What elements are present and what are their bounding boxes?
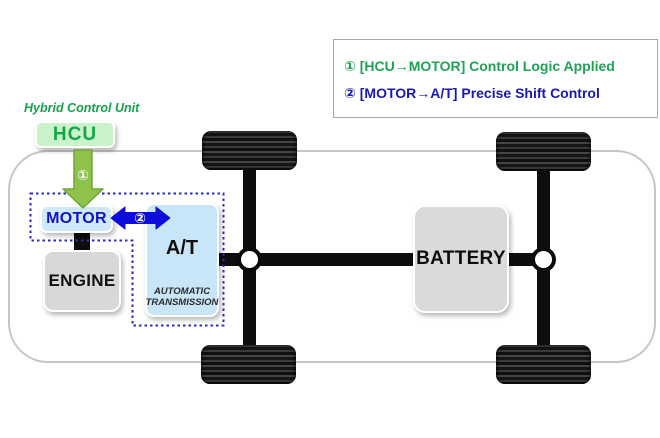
chassis-outline	[8, 150, 656, 363]
tire-front-left	[202, 131, 297, 170]
legend-item-hcu-motor: ① [HCU→MOTOR] Control Logic Applied	[344, 58, 615, 74]
transmission-caption: AUTOMATIC TRANSMISSION	[146, 286, 219, 308]
step2-badge: ②	[134, 210, 146, 226]
engine-label: ENGINE	[48, 271, 116, 290]
motor-label: MOTOR	[46, 210, 107, 227]
rear-axle-junction	[531, 247, 556, 272]
legend-box: ① [HCU→MOTOR] Control Logic Applied ② [M…	[333, 39, 658, 118]
tire-rear-left	[496, 132, 591, 171]
transmission-caption-line2: TRANSMISSION	[145, 297, 219, 308]
step1-badge: ①	[77, 167, 89, 183]
hcu-label: HCU	[52, 123, 98, 145]
battery-box: BATTERY	[413, 205, 509, 313]
tire-front-right	[201, 345, 296, 384]
tire-rear-right	[496, 345, 591, 384]
transmission-box: A/T AUTOMATIC TRANSMISSION	[145, 203, 219, 317]
transmission-caption-line1: AUTOMATIC	[153, 286, 211, 297]
motor-box: MOTOR	[40, 205, 113, 233]
hcu-box: HCU	[35, 121, 115, 148]
hcu-caption: Hybrid Control Unit	[24, 101, 140, 115]
legend-item-motor-at: ② [MOTOR→A/T] Precise Shift Control	[344, 85, 600, 101]
battery-label: BATTERY	[416, 248, 506, 269]
front-axle-junction	[237, 247, 262, 272]
transmission-label: A/T	[165, 237, 199, 259]
engine-box: ENGINE	[43, 250, 121, 312]
